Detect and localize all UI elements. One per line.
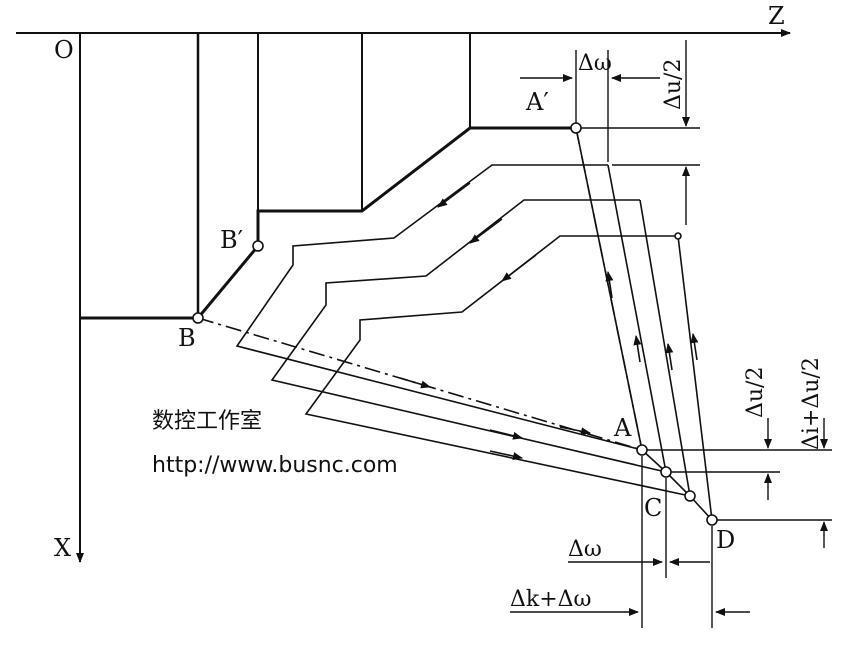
point-b-prime <box>252 240 264 252</box>
label-di-du2: Δi+Δu/2 <box>799 357 824 450</box>
point-c-marker <box>660 466 672 478</box>
label-b-prime: B′ <box>220 226 243 254</box>
origin-label: O <box>54 36 74 64</box>
label-dw-bottom: Δω <box>568 537 602 562</box>
watermark-url: http://www.busnc.com <box>152 453 398 478</box>
points <box>192 122 718 526</box>
point-labels: A′ B′ B A C D <box>178 88 735 554</box>
point-start <box>674 232 682 240</box>
x-axis-label: X <box>54 534 71 562</box>
point-d <box>706 514 718 526</box>
z-axis: Z <box>16 2 791 37</box>
path-arrows <box>399 182 699 460</box>
label-du2-top: Δu/2 <box>661 59 686 110</box>
label-d: D <box>716 526 735 554</box>
z-axis-label: Z <box>768 2 785 30</box>
label-dk-dw: Δk+Δω <box>510 587 591 612</box>
point-b <box>192 312 204 324</box>
point-a-prime <box>570 122 582 134</box>
dimension-labels: Δω Δu/2 Δu/2 Δi+Δu/2 Δω Δk+Δω <box>510 51 824 612</box>
label-du2-right: Δu/2 <box>743 367 768 418</box>
dimension-lines <box>510 40 832 628</box>
watermark: 数控工作室 http://www.busnc.com <box>152 409 398 478</box>
part-profile <box>80 33 576 320</box>
point-a <box>636 444 648 456</box>
label-dw-top: Δω <box>578 51 612 76</box>
center-lines <box>197 127 643 451</box>
label-a: A <box>613 414 632 442</box>
label-b: B <box>178 324 196 352</box>
x-axis: X <box>54 33 84 563</box>
label-c: C <box>644 494 662 522</box>
point-c <box>684 490 696 502</box>
watermark-title: 数控工作室 <box>152 409 262 434</box>
label-a-prime: A′ <box>525 88 549 116</box>
